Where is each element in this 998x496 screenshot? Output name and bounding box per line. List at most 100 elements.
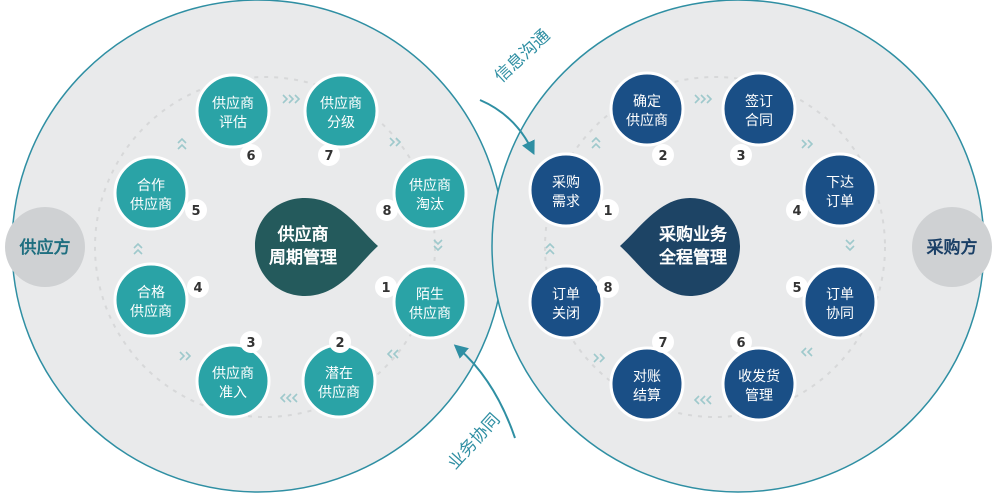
left-center-line-1: 供应商 [277,224,329,245]
step-label-line-2: 管理 [745,388,773,404]
right-step-track [544,76,886,418]
step-number: 7 [658,336,667,351]
step-number-badge [786,199,808,221]
step-label-line-1: 潜在 [325,366,353,382]
flow-arrow-bottom [453,344,516,439]
step-label-line-2: 准入 [219,385,247,401]
right-center-line-2: 全程管理 [658,247,727,268]
step-label-line-2: 供应商 [130,196,172,213]
step-node-circle [528,264,604,340]
right-party-badge: 采购方 [912,207,992,287]
step-label-line-2: 分级 [327,115,355,131]
step-number: 6 [246,149,255,164]
step-label-line-2: 评估 [219,115,247,131]
step-number: 2 [658,149,667,164]
step-label-line-2: 需求 [552,194,580,210]
step-number-badge [597,276,619,298]
step-number-badge [185,199,207,221]
step-node-circle [528,152,604,228]
step-number: 2 [335,336,344,351]
step-label-line-1: 签订 [745,93,773,110]
step-number-badge [730,144,752,166]
step-number: 1 [603,204,612,219]
step-number-badge [318,144,340,166]
step-number: 5 [191,204,200,219]
step-label-line-1: 供应商 [409,177,451,194]
step-number-badge [597,199,619,221]
right-party-label: 采购方 [926,237,978,258]
step-label-line-2: 协同 [826,306,854,322]
step-number: 8 [603,281,612,296]
left-center-line-2: 周期管理 [269,247,337,268]
step-number-badge [652,331,674,353]
step-label-line-2: 供应商 [626,112,668,129]
left-party-label: 供应方 [19,237,71,258]
step-number: 4 [193,281,202,296]
step-label-line-1: 采购 [552,175,580,191]
step-number-badge [375,276,397,298]
step-node-circle [392,264,468,340]
step-label-line-2: 供应商 [409,305,451,322]
step-number: 6 [736,336,745,351]
step-node-circle [195,343,271,419]
step-label-line-1: 陌生 [416,287,444,303]
step-number: 4 [792,204,801,219]
step-number-badge [187,276,209,298]
flow-arrow-top [479,99,535,156]
flow-label-top: 信息沟通 [491,26,554,87]
step-node-circle [802,152,878,228]
step-node-circle [195,73,271,149]
step-node-circle [721,71,797,147]
step-number-badge [652,144,674,166]
step-label-line-2: 供应商 [130,303,172,320]
step-number: 7 [324,149,333,164]
step-label-line-2: 结算 [633,388,661,404]
right-cycle-steps: 采购需求1确定供应商2签订合同3下达订单4订单协同5收发货管理6对账结算7订单关… [528,71,878,422]
step-label-line-2: 淘汰 [416,197,444,213]
step-label-line-2: 订单 [826,194,854,210]
step-number: 3 [246,336,255,351]
step-node-circle [113,155,189,231]
step-label-line-1: 供应商 [212,365,254,382]
right-center-line-1: 采购业务 [658,224,728,245]
step-node-circle [392,155,468,231]
step-label-line-1: 供应商 [212,95,254,112]
step-number: 3 [736,149,745,164]
left-center-drop: 供应商 周期管理 [255,198,378,296]
step-label-line-2: 关闭 [552,306,580,322]
step-number-badge [786,276,808,298]
step-label-line-1: 供应商 [320,95,362,112]
step-label-line-1: 收发货 [738,368,780,385]
step-number-badge [240,331,262,353]
step-label-line-1: 订单 [552,287,580,303]
step-label-line-1: 下达 [826,175,854,191]
step-node-circle [113,262,189,338]
chevrons [133,94,855,405]
step-label-line-1: 合格 [137,285,165,301]
step-node-circle [609,346,685,422]
step-number: 1 [381,281,390,296]
step-node-circle [721,346,797,422]
step-node-circle [303,73,379,149]
step-number-badge [240,144,262,166]
step-label-line-1: 确定 [633,94,661,110]
step-node-circle [609,71,685,147]
